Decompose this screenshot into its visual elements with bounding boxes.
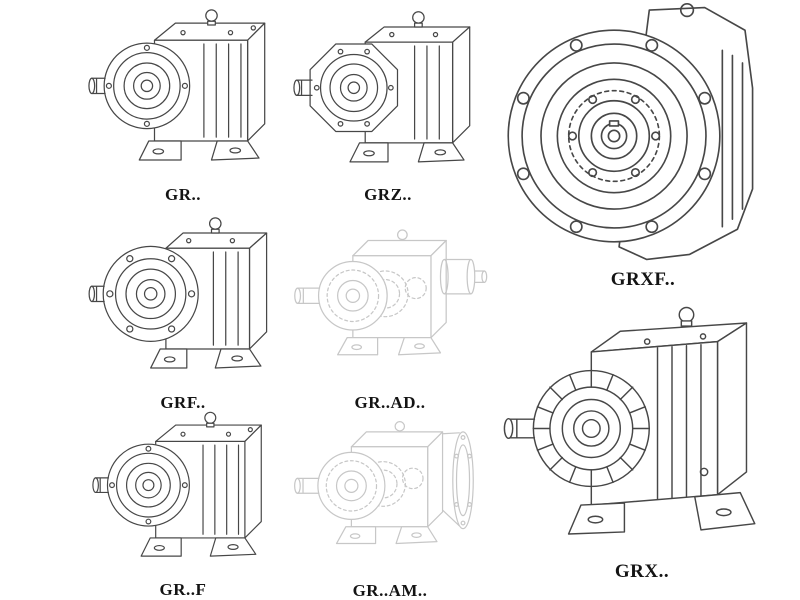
grx-gearbox-drawing: [492, 298, 792, 559]
gr-am-label: GR..AM..: [352, 581, 428, 600]
figure-grz: GRZ..: [293, 2, 483, 205]
gr-label: GR..: [165, 185, 201, 204]
figure-grx: GRX..: [492, 298, 792, 583]
grxf-label: GRXF..: [610, 269, 676, 290]
figure-gr: GR..: [88, 2, 278, 205]
figure-gr-f: GR..F: [92, 405, 274, 600]
grf-gearbox-drawing: [88, 210, 278, 391]
figure-gr-am: GR..AM..: [290, 402, 490, 600]
grx-label: GRX..: [614, 561, 670, 582]
figure-grxf: GRXF..: [498, 0, 788, 291]
gr-f-gearbox-drawing: [92, 405, 274, 578]
gr-ad-gearbox-drawing: [290, 210, 490, 391]
grz-gearbox-drawing: [293, 2, 483, 183]
gr-ad-label: GR..AD..: [354, 393, 426, 412]
grz-label: GRZ..: [364, 185, 412, 204]
gr-f-label: GR..F: [159, 580, 207, 599]
figure-gr-ad: GR..AD..: [290, 210, 490, 413]
gr-am-gearbox-drawing: [290, 402, 490, 579]
grf-label: GRF..: [160, 393, 206, 412]
grxf-gearbox-drawing: [498, 0, 788, 267]
figure-grf: GRF..: [88, 210, 278, 413]
gr-gearbox-drawing: [88, 2, 278, 183]
